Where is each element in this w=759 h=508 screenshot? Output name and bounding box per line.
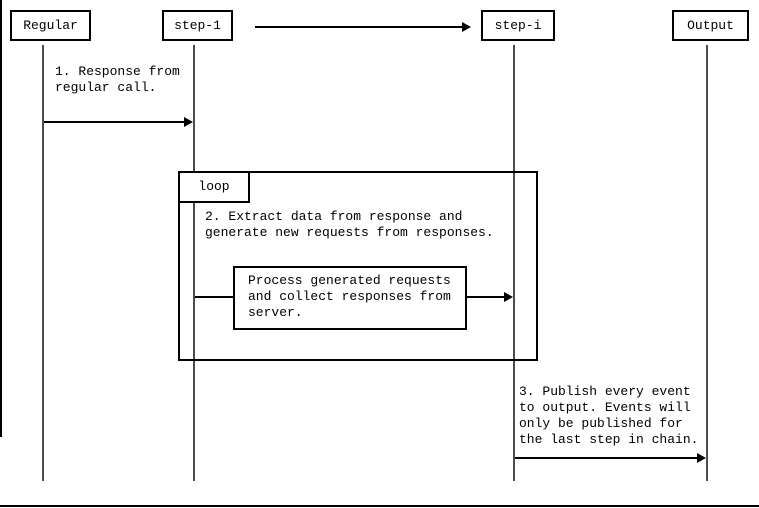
participant-label-step-i: step-i <box>494 17 542 33</box>
process-arrowhead-icon <box>504 292 513 302</box>
bottom-page-border <box>0 505 759 507</box>
message-3-arrow-line <box>514 457 697 459</box>
participant-box-output: Output <box>672 10 749 41</box>
participant-box-step-i: step-i <box>481 10 555 41</box>
loop-frame <box>178 171 538 361</box>
lifeline-step-i <box>513 45 515 481</box>
loop-label-box: loop <box>178 171 250 203</box>
message-1-arrowhead-icon <box>184 117 193 127</box>
participant-label-step-1: step-1 <box>174 17 221 33</box>
lifeline-output <box>706 45 708 481</box>
left-page-border <box>0 0 2 437</box>
participant-box-regular: Regular <box>10 10 91 41</box>
participant-box-step-1: step-1 <box>162 10 233 41</box>
lifeline-step-1 <box>193 45 195 481</box>
participant-label-output: Output <box>687 17 734 33</box>
message-1-arrow-line <box>43 121 184 123</box>
process-box: Process generated requests and collect r… <box>233 266 467 330</box>
loop-label: loop <box>198 179 230 194</box>
chain-arrow-line <box>255 26 462 28</box>
lifeline-regular <box>42 45 44 481</box>
message-2-text: 2. Extract data from response and genera… <box>205 209 494 240</box>
participant-label-regular: Regular <box>23 17 78 33</box>
message-3-text: 3. Publish every event to output. Events… <box>519 384 699 447</box>
process-connector-line <box>195 296 233 298</box>
process-arrow-line <box>465 296 504 298</box>
message-1-text: 1. Response from regular call. <box>55 64 180 95</box>
message-3-arrowhead-icon <box>697 453 706 463</box>
chain-arrowhead-icon <box>462 22 471 32</box>
